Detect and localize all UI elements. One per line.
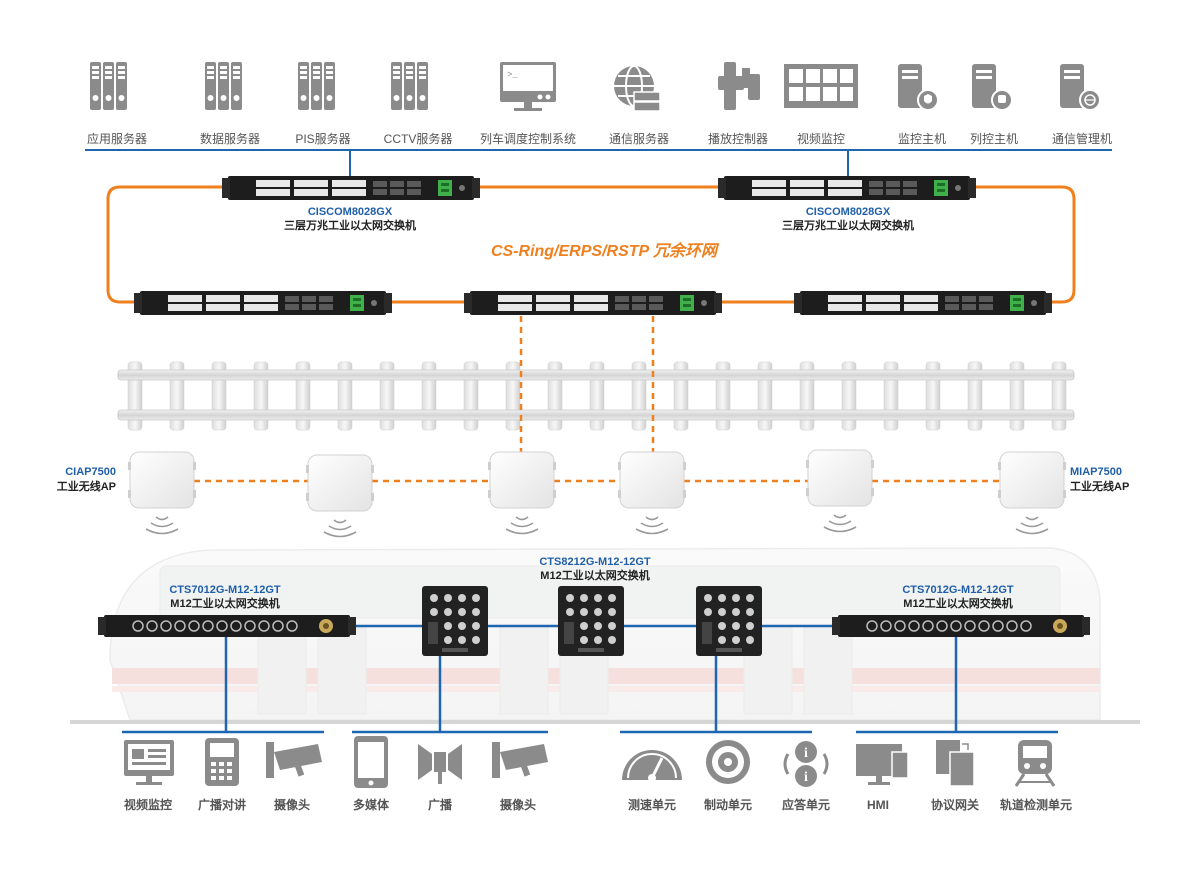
switch-desc: 三层万兆工业以太网交换机 [284,218,416,232]
ap-desc-right: 工业无线AP [1070,479,1129,493]
device-icons: i i [124,736,1056,788]
speedometer-icon [622,750,682,782]
wifi-signals [145,514,1049,538]
access-point [805,449,875,507]
m12-switch-box-2 [558,586,624,656]
core-switch-right [718,176,976,200]
ring-switch-left [134,291,392,315]
switch-model: CTS7012G-M12-12GT [902,584,1014,596]
server-label: 播放控制器 [708,131,768,146]
server-rack-icon [298,62,335,110]
server-label: 通信服务器 [609,131,669,146]
wifi-icon [323,519,357,538]
wifi-icon [505,516,539,535]
switch-model: CISCOM8028GX [308,206,393,218]
brake-wheel-icon [706,740,750,784]
core-switch-labels: CISCOM8028GX 三层万兆工业以太网交换机 CISCOM8028GX 三… [284,206,914,232]
access-point [127,451,197,509]
server-row: >_ [90,62,1101,112]
server-label: 数据服务器 [200,131,260,146]
device-label: 多媒体 [353,797,390,812]
device-label: 视频监控 [124,797,172,812]
train-switch-labels: CTS7012G-M12-12GT M12工业以太网交换机 CTS8212G-M… [169,556,1014,610]
info-exchange-icon: i i [783,741,829,787]
wifi-icon [145,516,179,535]
ap-model-left: CIAP7500 [65,466,116,478]
switch-model: CTS7012G-M12-12GT [169,584,281,596]
m12-switch-left [97,614,357,638]
device-label: HMI [867,798,889,812]
camera-icon [492,742,548,778]
gateway-icon [936,740,975,787]
device-labels: 视频监控 广播对讲 摄像头 多媒体 广播 摄像头 测速单元 制动单元 应答单元 … [124,797,1072,812]
svg-text:i: i [804,746,808,761]
device-label: 测速单元 [628,797,676,812]
access-point [997,451,1067,509]
switch-model: CISCOM8028GX [806,206,891,218]
server-label: 列控主机 [970,132,1018,146]
server-label: PIS服务器 [295,131,350,146]
globe-server-icon [614,65,661,112]
device-label: 摄像头 [500,797,536,812]
server-rack-icon [391,62,428,110]
rail-track [117,361,1075,431]
device-label: 轨道检测单元 [1000,797,1072,812]
ap-labels: CIAP7500 工业无线AP MIAP7500 工业无线AP [57,466,1130,493]
server-label: 视频监控 [797,131,845,146]
hmi-icon [856,744,909,785]
switch-desc: M12工业以太网交换机 [170,596,279,610]
server-label: CCTV服务器 [384,131,453,146]
ring-switch-right [794,291,1052,315]
server-label: 监控主机 [898,132,946,146]
server-labels: 应用服务器 数据服务器 PIS服务器 CCTV服务器 列车调度控制系统 通信服务… [87,131,1112,146]
switch-desc: M12工业以太网交换机 [540,568,649,582]
device-label: 制动单元 [704,797,752,812]
m12-switch-box-3 [696,586,762,656]
ring-label: CS-Ring/ERPS/RSTP 冗余环网 [491,242,720,260]
player-controller-icon [718,62,760,110]
m12-switch-box-1 [422,586,488,656]
video-wall-icon [784,64,858,108]
ap-model-right: MIAP7500 [1070,466,1122,478]
svg-text:i: i [804,770,808,785]
server-rack-icon [90,62,127,110]
device-label: 协议网关 [931,797,979,812]
switch-desc: 三层万兆工业以太网交换机 [782,218,914,232]
access-points [127,449,1067,512]
train-network-lines [122,624,1058,734]
terminal-monitor-icon: >_ [500,62,556,111]
device-label: 广播 [428,797,453,812]
switch-desc: M12工业以太网交换机 [903,596,1012,610]
server-label: 应用服务器 [87,131,147,146]
host-shield-icon [898,64,939,111]
host-network-icon [1060,64,1101,111]
svg-text:>_: >_ [507,70,518,80]
access-point [305,454,375,512]
core-switch-left [222,176,480,200]
access-point [617,451,687,509]
device-label: 广播对讲 [198,797,246,812]
ap-desc-left: 工业无线AP [57,479,116,493]
wifi-icon [823,514,857,533]
camera-icon [266,742,322,778]
server-label: 通信管理机 [1052,131,1112,146]
intercom-icon [205,738,239,786]
wifi-icon [635,516,669,535]
m12-switch-right [831,614,1091,638]
ring-switch-center [464,291,722,315]
wifi-icon [1015,516,1049,535]
train-icon [1014,740,1056,787]
tablet-icon [354,736,388,788]
monitor-icon [124,740,174,785]
wireless-links [194,316,1000,483]
speaker-icon [418,744,462,784]
device-label: 应答单元 [782,797,830,812]
server-rack-icon [205,62,242,110]
access-point [487,451,557,509]
server-label: 列车调度控制系统 [480,131,576,146]
device-label: 摄像头 [274,797,310,812]
switch-model: CTS8212G-M12-12GT [539,556,651,568]
host-train-icon [972,64,1013,111]
